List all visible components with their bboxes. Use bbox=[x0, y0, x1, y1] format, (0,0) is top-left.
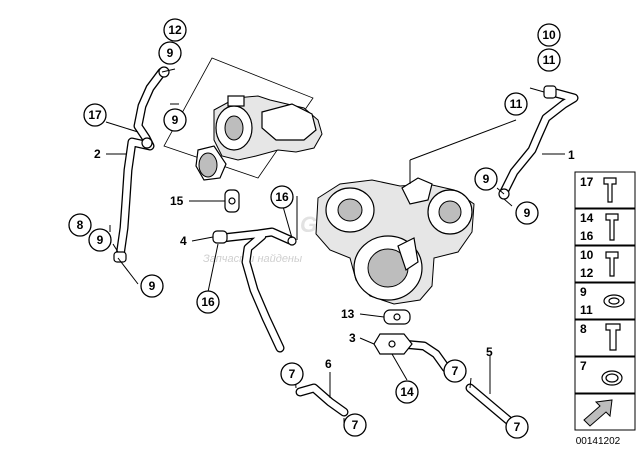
callout-9-left: 9 bbox=[88, 228, 112, 252]
svg-text:12: 12 bbox=[168, 23, 182, 37]
svg-text:9: 9 bbox=[580, 285, 587, 299]
label-1: 1 bbox=[568, 148, 575, 162]
callout-9-right-a: 9 bbox=[474, 167, 498, 191]
callout-12: 12 bbox=[163, 18, 187, 42]
legend-fitting-icon bbox=[605, 323, 621, 351]
diagram-id: 00141202 bbox=[576, 436, 621, 447]
legend-row-8: 8 bbox=[574, 319, 636, 357]
small-turbo-outlet-port bbox=[198, 152, 218, 178]
svg-text:7: 7 bbox=[514, 420, 521, 434]
main-turbo-actuator bbox=[397, 237, 419, 271]
small-turbo-inlet bbox=[224, 115, 244, 141]
callout-11-top: 11 bbox=[537, 48, 561, 72]
callout-10: 10 bbox=[537, 23, 561, 47]
svg-text:7: 7 bbox=[580, 359, 587, 373]
callout-7-c: 7 bbox=[443, 359, 467, 383]
legend-row-14-16: 14 16 bbox=[574, 208, 636, 246]
callout-7-b: 7 bbox=[343, 413, 367, 437]
svg-text:7: 7 bbox=[452, 364, 459, 378]
callout-7-a: 7 bbox=[280, 362, 304, 386]
svg-text:11: 11 bbox=[580, 303, 593, 317]
callout-9-top: 9 bbox=[158, 41, 182, 65]
banjo-bolt-17 bbox=[141, 137, 153, 149]
label-13: 13 bbox=[341, 307, 355, 321]
flange-4 bbox=[212, 230, 228, 244]
svg-text:8: 8 bbox=[580, 322, 587, 336]
seal-16 bbox=[287, 236, 297, 246]
label-6: 6 bbox=[325, 357, 332, 371]
callout-14: 14 bbox=[395, 380, 419, 404]
main-turbocharger-illustration bbox=[315, 177, 475, 305]
callout-11-mid: 11 bbox=[504, 92, 528, 116]
legend-direction-arrow-icon bbox=[583, 399, 613, 427]
legend-row-17: 17 bbox=[574, 171, 636, 209]
svg-text:8: 8 bbox=[77, 218, 84, 232]
svg-text:9: 9 bbox=[97, 233, 104, 247]
label-5: 5 bbox=[486, 345, 493, 359]
legend-hollow-bolt-icon bbox=[605, 251, 619, 277]
label-2: 2 bbox=[94, 147, 101, 161]
small-turbocharger-illustration bbox=[163, 57, 323, 181]
svg-text:7: 7 bbox=[352, 418, 359, 432]
banjo-bolt-10 bbox=[543, 85, 557, 99]
svg-text:11: 11 bbox=[510, 97, 523, 111]
callout-7-d: 7 bbox=[505, 415, 529, 439]
label-3: 3 bbox=[349, 331, 356, 345]
svg-text:9: 9 bbox=[524, 206, 531, 220]
callout-9-right-b: 9 bbox=[515, 201, 539, 225]
callout-9-upper: 9 bbox=[163, 108, 187, 132]
callout-16-bottom: 16 bbox=[196, 290, 220, 314]
svg-text:10: 10 bbox=[580, 248, 594, 262]
legend-row-9-11: 9 11 bbox=[574, 282, 636, 320]
svg-text:11: 11 bbox=[543, 53, 556, 67]
svg-text:16: 16 bbox=[275, 190, 289, 204]
svg-text:9: 9 bbox=[167, 46, 174, 60]
legend: 17 14 16 10 12 9 11 8 bbox=[574, 171, 636, 431]
svg-text:16: 16 bbox=[201, 295, 215, 309]
svg-text:14: 14 bbox=[400, 385, 414, 399]
svg-text:16: 16 bbox=[580, 229, 594, 243]
svg-text:9: 9 bbox=[149, 279, 156, 293]
legend-bolt-icon bbox=[605, 213, 619, 241]
svg-text:7: 7 bbox=[289, 367, 296, 381]
callout-16-top: 16 bbox=[270, 185, 294, 209]
label-4: 4 bbox=[180, 234, 187, 248]
main-turbo-oil-port bbox=[401, 177, 433, 205]
main-turbo-turbine-port bbox=[438, 200, 462, 224]
svg-text:14: 14 bbox=[580, 211, 594, 225]
legend-row-arrow bbox=[574, 393, 636, 431]
callout-8: 8 bbox=[68, 213, 92, 237]
svg-text:17: 17 bbox=[580, 175, 594, 189]
svg-text:17: 17 bbox=[88, 108, 102, 122]
small-turbo-turbine bbox=[261, 103, 317, 141]
watermark-text: Запчасти найдены bbox=[203, 253, 302, 265]
plain-labels: 2 1 15 4 13 3 6 5 bbox=[94, 147, 575, 371]
svg-text:9: 9 bbox=[483, 172, 490, 186]
svg-text:9: 9 bbox=[172, 113, 179, 127]
fitting-8 bbox=[113, 251, 127, 263]
callouts: 12 9 9 17 8 9 9 16 16 10 11 11 9 9 7 7 7… bbox=[68, 18, 561, 439]
legend-row-10-12: 10 12 bbox=[574, 245, 636, 283]
legend-banjo-bolt-icon bbox=[603, 177, 617, 203]
legend-row-7: 7 bbox=[574, 356, 636, 394]
label-15: 15 bbox=[170, 194, 184, 208]
svg-text:10: 10 bbox=[542, 28, 556, 42]
main-turbo-exhaust-port bbox=[337, 198, 363, 222]
svg-text:12: 12 bbox=[580, 266, 594, 280]
callout-9-bottom-left: 9 bbox=[140, 274, 164, 298]
small-turbo-flange bbox=[227, 95, 245, 107]
callout-17: 17 bbox=[83, 103, 107, 127]
